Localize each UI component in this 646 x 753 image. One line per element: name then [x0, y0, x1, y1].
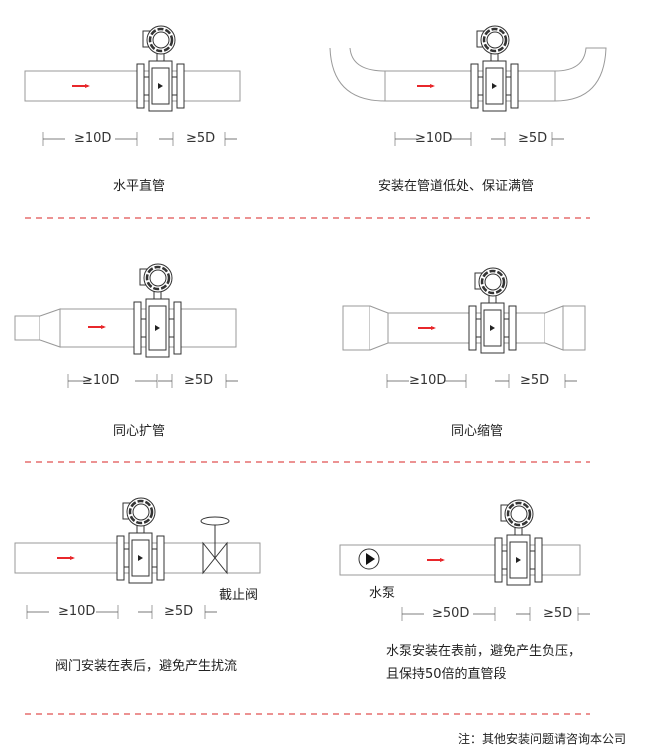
flowmeter: [494, 499, 543, 586]
gasket-right: [503, 318, 510, 338]
converter-bezel: [128, 499, 154, 525]
pipe: [24, 70, 241, 102]
caption-expander: 同心扩管: [113, 424, 166, 439]
flow-arrow-head: [430, 84, 435, 88]
direction-arrow-icon: [516, 557, 521, 563]
flange-left: [133, 301, 142, 355]
gasket-left: [501, 550, 508, 570]
flange-right: [173, 301, 182, 355]
dim-downstream-3: ≥5D: [184, 373, 214, 388]
gasket-left: [123, 548, 130, 568]
direction-arrow-icon: [158, 83, 163, 89]
converter-bezel: [482, 27, 508, 53]
small-pipe: [14, 315, 41, 341]
flange-right: [534, 537, 543, 583]
flange-left: [494, 537, 503, 583]
gasket-right: [168, 318, 175, 338]
flange-left: [470, 63, 479, 109]
dim-upstream-6: ≥50D: [432, 606, 470, 621]
display-window: [486, 31, 504, 49]
converter-bezel: [506, 501, 532, 527]
display-window: [149, 269, 167, 287]
pump-arrow-icon: [366, 553, 375, 565]
large-pipe: [342, 305, 371, 351]
gasket-left: [475, 318, 482, 338]
caption-low-point: 安装在管道低处、保证满管: [378, 179, 535, 194]
gasket-right: [151, 548, 158, 568]
caption-valve: 阀门安装在表后，避免产生扰流: [55, 659, 238, 674]
converter-bezel: [148, 27, 174, 53]
gasket-left: [477, 76, 484, 96]
gasket-right: [505, 76, 512, 96]
display-window: [132, 503, 150, 521]
flange-right: [176, 63, 185, 109]
pipe: [387, 312, 546, 344]
expander: [39, 308, 61, 348]
caption-reducer: 同心缩管: [451, 424, 504, 439]
display-window: [152, 31, 170, 49]
u-pipe: [329, 47, 607, 102]
pump-label: 水泵: [369, 586, 396, 601]
expander: [544, 305, 564, 351]
flowmeter: [468, 267, 517, 354]
flowmeter: [116, 497, 165, 584]
dim-upstream-5: ≥10D: [58, 604, 96, 619]
footer-note: 注：其他安装问题请咨询本公司: [458, 732, 627, 746]
caption-horizontal-pipe: 水平直管: [113, 179, 166, 194]
flange-left: [136, 63, 145, 109]
flange-right: [508, 305, 517, 351]
caption-pump-line1: 水泵安装在表前，避免产生负压，: [386, 644, 582, 659]
gasket-right: [171, 76, 178, 96]
flange-right: [156, 535, 165, 581]
valve-label: 截止阀: [219, 588, 259, 603]
display-window: [510, 505, 528, 523]
direction-arrow-icon: [155, 325, 160, 331]
direction-arrow-icon: [138, 555, 143, 561]
gasket-left: [140, 318, 147, 338]
dim-upstream-1: ≥10D: [74, 131, 112, 146]
dim-upstream-4: ≥10D: [409, 373, 447, 388]
flow-arrow-head: [85, 84, 90, 88]
converter-bezel: [145, 265, 171, 291]
flange-left: [468, 305, 477, 351]
dim-downstream-6: ≥5D: [543, 606, 573, 621]
direction-arrow-icon: [490, 325, 495, 331]
valve-handwheel-icon: [200, 516, 230, 526]
dim-downstream-5: ≥5D: [164, 604, 194, 619]
converter-bezel: [480, 269, 506, 295]
flowmeter: [470, 25, 519, 112]
dim-downstream-2: ≥5D: [518, 131, 548, 146]
dim-downstream-1: ≥5D: [186, 131, 216, 146]
flow-arrow-head: [70, 556, 75, 560]
dim-upstream-3: ≥10D: [82, 373, 120, 388]
flow-arrow-head: [440, 558, 445, 562]
caption-pump-line2: 且保持50倍的直管段: [386, 667, 507, 682]
direction-arrow-icon: [492, 83, 497, 89]
reducer: [369, 305, 389, 351]
flowmeter: [136, 25, 185, 112]
gasket-left: [143, 76, 150, 96]
flow-arrow-head: [101, 325, 106, 329]
flange-left: [116, 535, 125, 581]
flange-right: [510, 63, 519, 109]
dim-upstream-2: ≥10D: [415, 131, 453, 146]
flow-arrow-head: [431, 326, 436, 330]
dim-downstream-4: ≥5D: [520, 373, 550, 388]
flowmeter: [133, 263, 182, 358]
large-pipe: [562, 305, 586, 351]
display-window: [484, 273, 502, 291]
gasket-right: [529, 550, 536, 570]
